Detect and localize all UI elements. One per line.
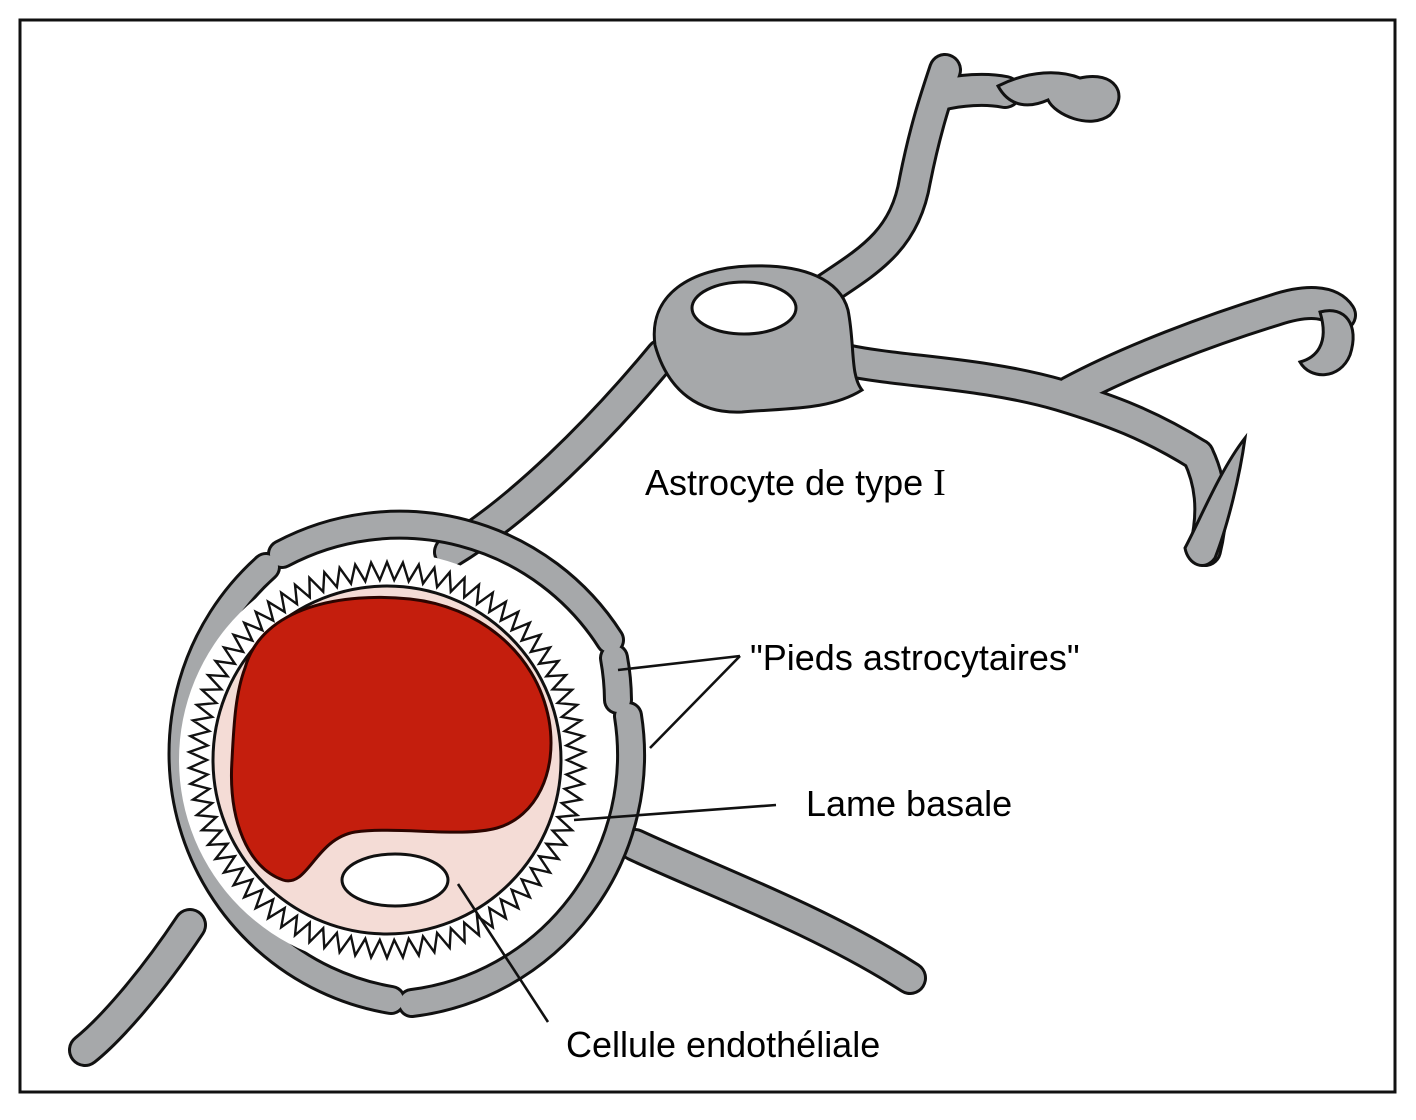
astrocyte-nucleus	[690, 280, 798, 336]
figure-frame	[18, 18, 1397, 1094]
label-cellule-endotheliale: Cellule endothéliale	[566, 1024, 880, 1065]
vessel-lumen	[229, 595, 553, 883]
lame-basale-zigzag	[185, 558, 589, 962]
capillary	[179, 552, 595, 968]
astrocyte-processes	[68, 53, 1357, 1067]
process-tip-right	[1297, 309, 1355, 377]
leader-lines	[456, 654, 777, 1023]
label-astrocyte: Astrocyte de type I	[645, 462, 946, 504]
label-lame-basale: Lame basale	[806, 783, 1012, 824]
label-astrocyte-roman: I	[933, 462, 946, 504]
label-pieds-astrocytaires: "Pieds astrocytaires"	[750, 637, 1080, 678]
process-tip-upper	[995, 71, 1121, 123]
process-end-foot-right	[1183, 432, 1248, 567]
endothelial-nucleus	[340, 852, 450, 908]
